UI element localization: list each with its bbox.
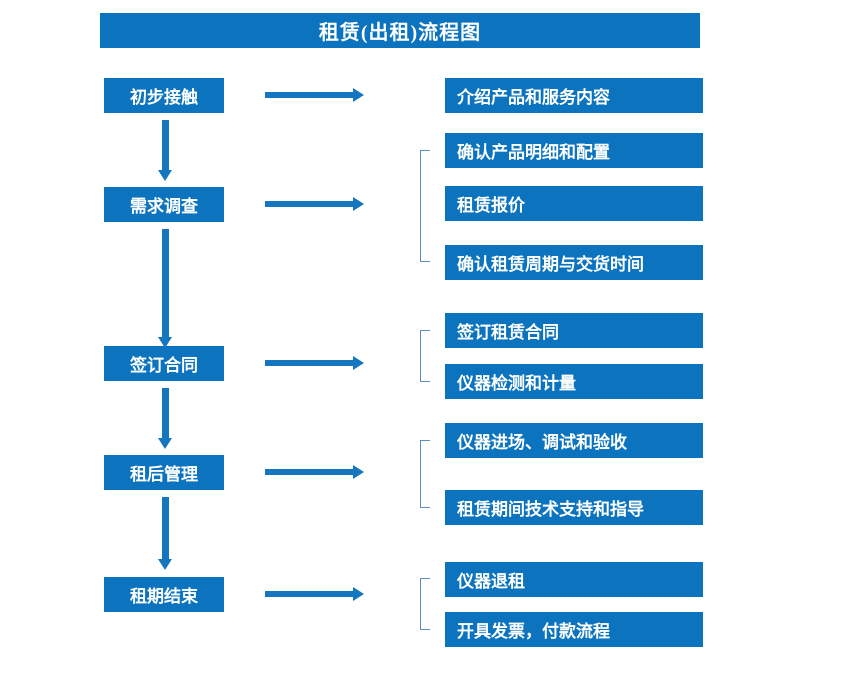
flow-arrow-right-2 bbox=[265, 197, 364, 211]
stage-box-initial-contact[interactable]: 初步接触 bbox=[104, 78, 224, 113]
detail-box-invoice-payment[interactable]: 开具发票，付款流程 bbox=[445, 612, 703, 647]
detail-box-sign-rental-contract[interactable]: 签订租赁合同 bbox=[445, 313, 703, 348]
detail-box-introduce-products[interactable]: 介绍产品和服务内容 bbox=[445, 78, 703, 113]
stage-box-needs-survey[interactable]: 需求调查 bbox=[104, 187, 224, 222]
detail-box-instrument-delivery[interactable]: 仪器进场、调试和验收 bbox=[445, 423, 703, 458]
page-title: 租赁(出租)流程图 bbox=[100, 13, 700, 48]
flow-arrow-down-1 bbox=[158, 120, 172, 181]
bracket-requirements bbox=[420, 150, 430, 262]
detail-box-rental-quote[interactable]: 租赁报价 bbox=[445, 186, 703, 221]
detail-box-instrument-testing[interactable]: 仪器检测和计量 bbox=[445, 364, 703, 399]
detail-box-confirm-period[interactable]: 确认租赁周期与交货时间 bbox=[445, 245, 703, 280]
detail-box-technical-support[interactable]: 租赁期间技术支持和指导 bbox=[445, 490, 703, 525]
stage-box-sign-contract[interactable]: 签订合同 bbox=[104, 346, 224, 381]
stage-box-post-rental-mgmt[interactable]: 租后管理 bbox=[104, 455, 224, 490]
flow-arrow-right-5 bbox=[265, 587, 364, 601]
flow-arrow-down-3 bbox=[158, 388, 172, 449]
flow-arrow-right-3 bbox=[265, 356, 364, 370]
flow-arrow-right-4 bbox=[265, 465, 364, 479]
flow-arrow-right-1 bbox=[265, 88, 364, 102]
flow-arrow-down-4 bbox=[158, 497, 172, 570]
flow-arrow-down-2 bbox=[158, 229, 172, 348]
detail-box-instrument-return[interactable]: 仪器退租 bbox=[445, 562, 703, 597]
bracket-contract bbox=[420, 330, 430, 382]
stage-box-lease-end[interactable]: 租期结束 bbox=[104, 577, 224, 612]
detail-box-confirm-specs[interactable]: 确认产品明细和配置 bbox=[445, 133, 703, 168]
bracket-end-of-term bbox=[420, 578, 430, 630]
bracket-post-rental bbox=[420, 440, 430, 508]
